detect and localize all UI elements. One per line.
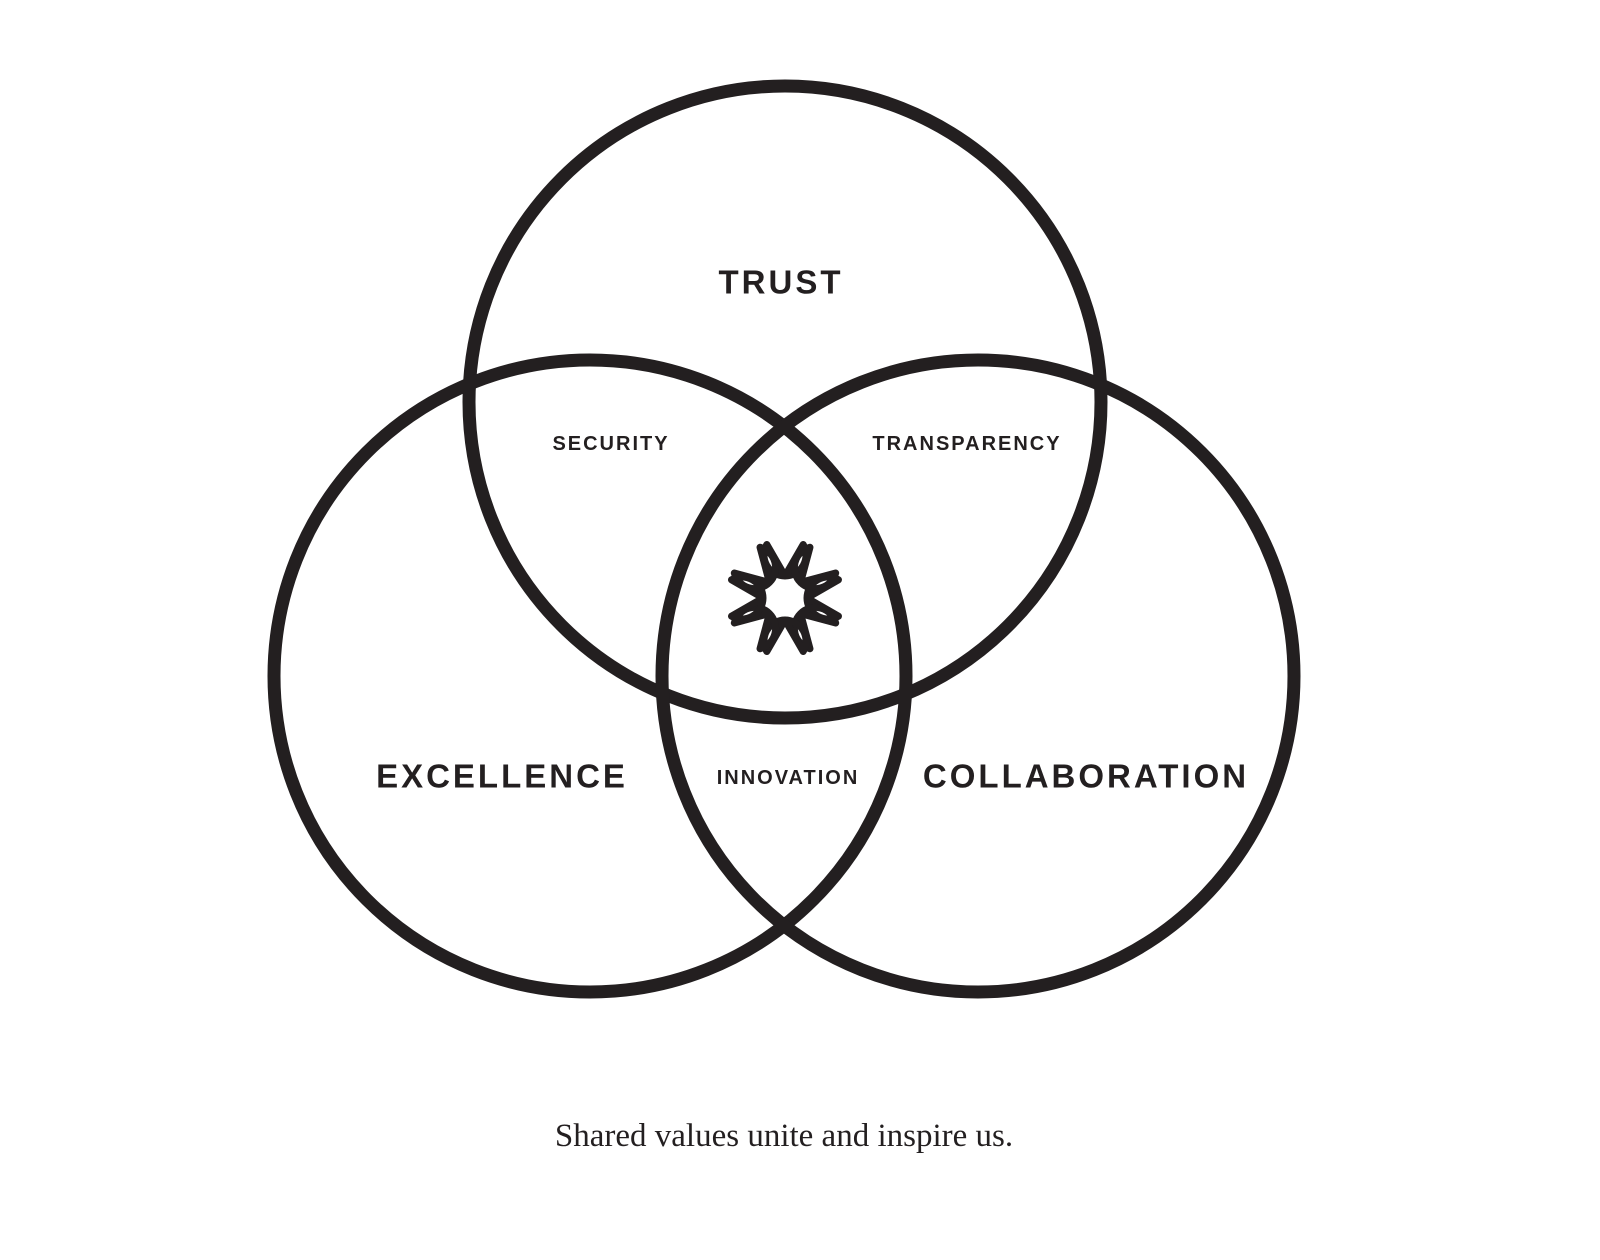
label-security: SECURITY — [552, 433, 669, 455]
label-collaboration: COLLABORATION — [923, 758, 1249, 795]
caption: Shared values unite and inspire us. — [555, 1118, 1013, 1154]
label-excellence: EXCELLENCE — [376, 758, 628, 795]
circle-collaboration — [655, 353, 1301, 999]
flower-emblem-icon — [728, 541, 842, 655]
emblem-petal — [730, 543, 780, 593]
circle-trust — [462, 79, 1108, 725]
label-trust: TRUST — [719, 264, 844, 301]
label-transparency: TRANSPARENCY — [872, 433, 1061, 455]
circle-excellence — [267, 353, 913, 999]
label-innovation: INNOVATION — [717, 767, 860, 789]
